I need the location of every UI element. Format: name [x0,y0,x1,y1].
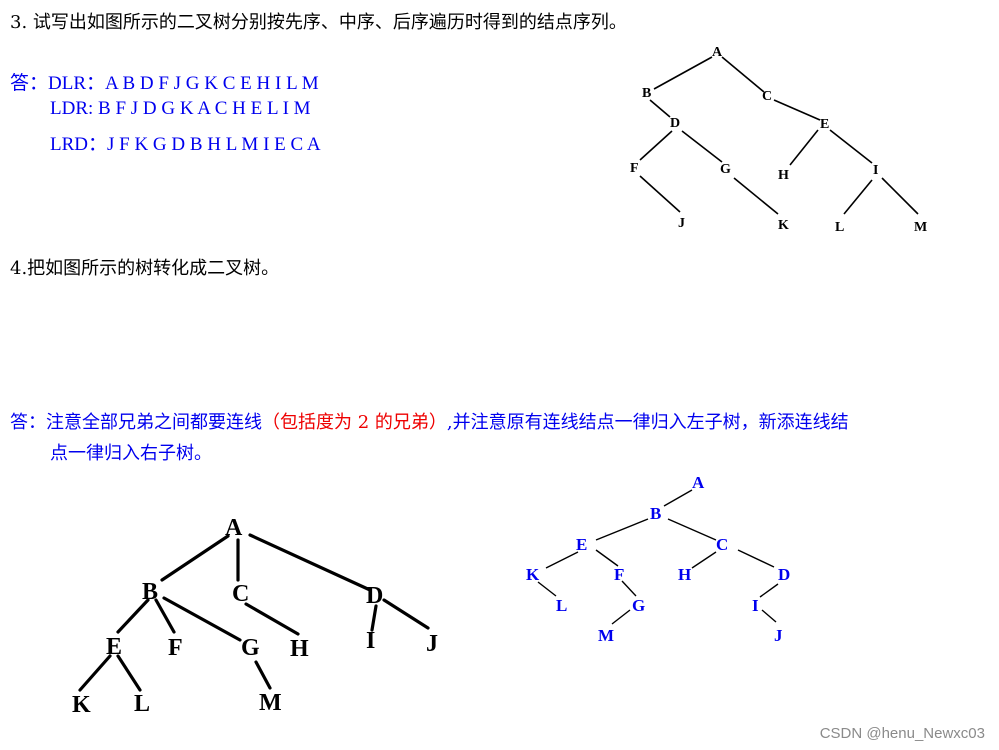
answer-prefix: 答： [10,412,46,433]
tree-node: F [614,565,624,584]
tree-node: H [290,636,309,662]
tree-node: D [670,116,680,131]
tree-node: D [778,565,790,584]
tree-node: B [142,579,158,605]
tree-node: B [650,504,661,523]
tree-node: J [678,216,685,231]
tree-node: G [241,635,260,661]
tree-node: C [232,581,249,607]
tree-node: H [678,565,691,584]
tree-node: K [778,218,789,233]
answer-3-dlr: 答：DLR：A B D F J G K C E H I L M [10,68,319,95]
tree-node: E [820,117,829,132]
question-3-text: 3. 试写出如图所示的二叉树分别按先序、中序、后序遍历时得到的结点序列。 [10,12,627,33]
tree-node: A [225,515,243,541]
tree-node: E [576,535,587,554]
tree-node: I [752,596,759,615]
tree-node: F [168,635,183,661]
answer-4-part-1: 注意全部兄弟之间都要连线 [46,412,262,433]
answer-4-line-1: 答：注意全部兄弟之间都要连线（包括度为 2 的兄弟）,并注意原有连线结点一律归入… [10,408,849,434]
tree-node: L [134,691,150,717]
tree-node: I [873,163,878,178]
tree-node: L [556,596,567,615]
tree-node: C [716,535,728,554]
tree-node: A [712,45,723,60]
answer-4-line-2: 点一律归入右子树。 [50,443,212,464]
tree-node: G [720,162,731,177]
question-4-text: 4.把如图所示的树转化成二叉树。 [10,258,280,279]
tree-node: J [426,631,438,657]
answer-prefix: 答： [10,73,49,94]
answer-4-highlight: （包括度为 2 的兄弟） [262,412,447,433]
answer-4-part-3: ,并注意原有连线结点一律归入左子树，新添连线结 [446,412,849,433]
tree-node: C [762,89,772,104]
tree-node: K [526,565,540,584]
tree-node: M [598,626,614,645]
tree-node: J [774,626,783,645]
tree-node: M [914,220,927,235]
tree-node: G [632,596,645,615]
tree-node: H [778,168,789,183]
csdn-watermark: CSDN @henu_Newxc03 [819,725,985,742]
tree-node: K [72,692,91,718]
tree-node: B [642,86,651,101]
answer-3-ldr: LDR: B F J D G K A C H E L I M [50,98,311,119]
tree-node: D [366,583,383,609]
tree-node: M [259,690,282,716]
tree-node: I [366,628,375,654]
tree-node: A [692,473,705,492]
tree-node: L [835,220,844,235]
tree-node: F [630,161,639,176]
tree-node: E [106,634,122,660]
dlr-sequence: DLR：A B D F J G K C E H I L M [48,73,319,94]
answer-3-lrd: LRD：J F K G D B H L M I E C A [50,134,321,155]
